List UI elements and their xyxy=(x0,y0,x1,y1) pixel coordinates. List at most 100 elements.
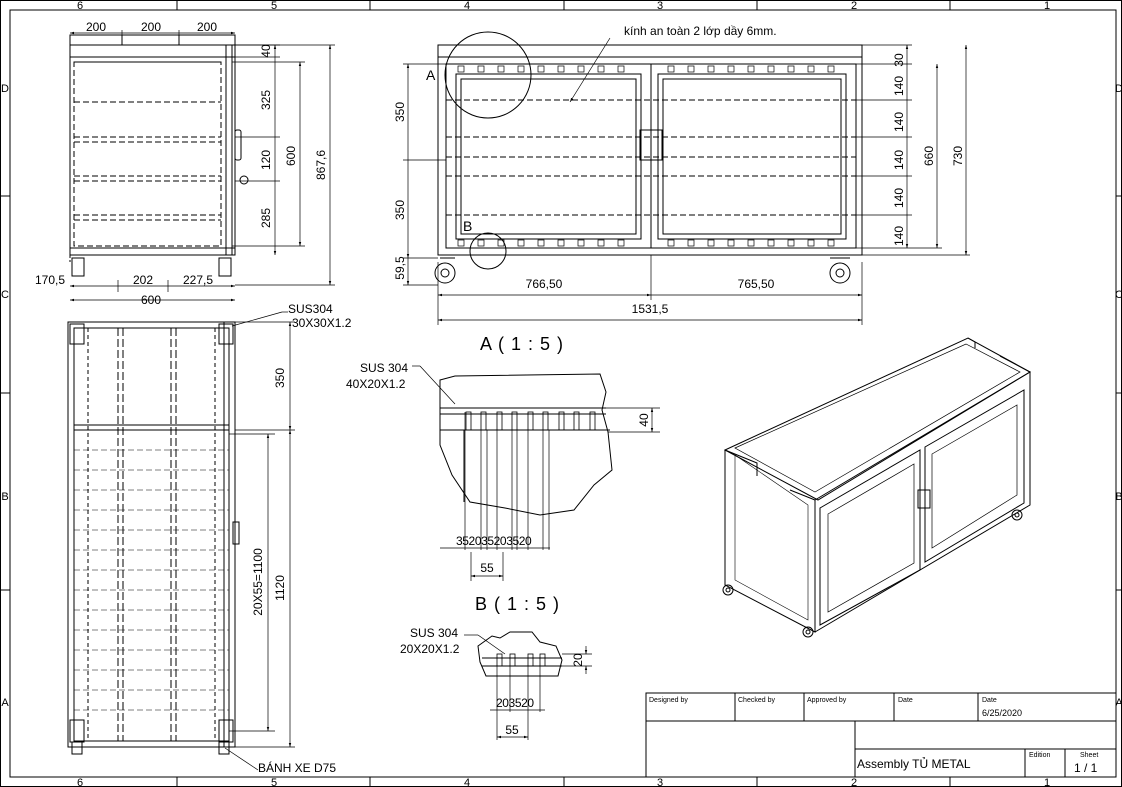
zone-bottom-6: 6 xyxy=(77,777,83,787)
detail-a-pitch: 55 xyxy=(480,561,494,575)
zone-left-c: C xyxy=(1,289,9,301)
edition-label: Edition xyxy=(1029,752,1051,759)
top-view xyxy=(67,321,240,755)
checked-by-label: Checked by xyxy=(738,697,775,704)
front-dim-140-5: 140 xyxy=(892,226,906,246)
top-view-grid xyxy=(74,449,229,711)
zone-top-6: 6 xyxy=(77,0,83,12)
zone-right-b: B xyxy=(1115,491,1122,503)
detail-a-dim-40: 40 xyxy=(637,413,651,427)
detail-b-bottom-dims: 203520 xyxy=(496,696,534,710)
front-dim-730: 730 xyxy=(951,146,965,166)
date-label: Date xyxy=(898,697,913,704)
side-dim-170: 170,5 xyxy=(35,273,65,287)
zone-right-d: D xyxy=(1115,83,1122,95)
zone-left-a: A xyxy=(1,697,9,709)
top-view-labels: SUS304 30X30X1.2 350 20X55=1100 1120 BÁN… xyxy=(251,302,352,775)
top-dim-grid: 20X55=1100 xyxy=(251,548,265,616)
side-view-dims xyxy=(70,30,335,302)
front-dim-140-4: 140 xyxy=(892,188,906,208)
approved-by-label: Approved by xyxy=(807,697,847,704)
front-dim-30: 30 xyxy=(892,53,906,67)
detail-a-material-1: SUS 304 xyxy=(360,361,408,375)
detail-a-material-2: 40X20X1.2 xyxy=(346,377,406,391)
front-dim-350-top: 350 xyxy=(393,102,407,122)
detail-b-title: B ( 1 : 5 ) xyxy=(475,594,560,614)
detail-a-slots xyxy=(465,411,596,431)
side-dim-top-2: 200 xyxy=(141,20,161,34)
title-block xyxy=(645,692,1117,778)
detail-a xyxy=(439,373,613,516)
detail-a-title: A ( 1 : 5 ) xyxy=(480,334,564,354)
zone-right-c: C xyxy=(1115,289,1122,301)
detail-a-bottom-dims: 352035203520 xyxy=(456,534,532,548)
side-dim-867: 867,6 xyxy=(314,150,328,180)
zone-bottom-4: 4 xyxy=(464,777,470,787)
front-dim-660: 660 xyxy=(922,146,936,166)
isometric-view xyxy=(722,337,1032,638)
side-view-dim-labels: 200 200 200 40 325 120 285 600 867,6 170… xyxy=(35,20,328,307)
title-block-text: Designed by Checked by Approved by Date … xyxy=(649,697,1098,775)
front-view-dims xyxy=(403,37,970,325)
zone-right-a: A xyxy=(1115,697,1122,709)
top-material-1: SUS304 xyxy=(288,302,333,316)
zone-bottom-5: 5 xyxy=(271,777,277,787)
front-dim-140-2: 140 xyxy=(892,112,906,132)
sheet-label: Sheet xyxy=(1080,752,1098,759)
wheel-note: BÁNH XE D75 xyxy=(258,760,336,775)
side-dim-285: 285 xyxy=(259,208,273,228)
detail-b xyxy=(477,631,563,677)
front-dim-140-3: 140 xyxy=(892,150,906,170)
zone-top-5: 5 xyxy=(271,0,277,12)
callout-b: B xyxy=(463,218,472,234)
top-dim-350: 350 xyxy=(273,368,287,388)
detail-b-labels: B ( 1 : 5 ) SUS 304 20X20X1.2 20 203520 … xyxy=(400,594,585,737)
detail-b-dims xyxy=(464,634,592,740)
side-dim-600-width: 600 xyxy=(141,293,161,307)
side-view xyxy=(69,34,249,277)
front-dim-140-1: 140 xyxy=(892,76,906,96)
side-dim-120: 120 xyxy=(259,150,273,170)
detail-b-material-1: SUS 304 xyxy=(410,626,458,640)
detail-b-dim-20: 20 xyxy=(571,653,585,667)
top-material-2: 30X30X1.2 xyxy=(292,316,352,330)
date-value: 6/25/2020 xyxy=(982,708,1022,718)
side-dim-227: 227,5 xyxy=(183,273,213,287)
side-dim-40: 40 xyxy=(259,44,273,58)
side-dim-202: 202 xyxy=(133,273,153,287)
front-dim-766: 766,50 xyxy=(526,277,563,291)
top-dim-1120: 1120 xyxy=(273,575,287,601)
front-dim-59: 59,5 xyxy=(393,256,407,280)
top-view-dims xyxy=(224,311,295,771)
detail-a-labels: A ( 1 : 5 ) SUS 304 40X20X1.2 40 3520352… xyxy=(346,334,651,575)
front-dim-1531: 1531,5 xyxy=(632,302,669,316)
designed-by-label: Designed by xyxy=(649,697,688,704)
side-dim-325: 325 xyxy=(259,90,273,110)
side-dim-600: 600 xyxy=(284,146,298,166)
front-dim-765: 765,50 xyxy=(738,277,775,291)
callout-a: A xyxy=(426,67,436,83)
sheet-value: 1 / 1 xyxy=(1074,761,1098,775)
side-dim-top-1: 200 xyxy=(86,20,106,34)
zone-top-3: 3 xyxy=(657,0,663,12)
front-view-dim-labels: kính an toàn 2 lớp dầy 6mm. A B 350 350 … xyxy=(393,24,965,316)
detail-b-pitch: 55 xyxy=(505,723,519,737)
detail-b-slots xyxy=(496,653,546,667)
zone-top-2: 2 xyxy=(851,0,857,12)
front-view-rail-holes xyxy=(457,65,835,247)
zone-top-4: 4 xyxy=(464,0,470,12)
zone-top-1: 1 xyxy=(1044,0,1050,12)
side-dim-top-3: 200 xyxy=(197,20,217,34)
date2-label: Date xyxy=(982,697,997,704)
assembly-title: Assembly TỦ METAL xyxy=(857,756,971,771)
zone-bottom-2: 2 xyxy=(851,777,857,787)
front-view xyxy=(434,31,863,284)
detail-a-dims xyxy=(412,365,660,581)
zone-left-b: B xyxy=(1,491,8,503)
glass-note: kính an toàn 2 lớp dầy 6mm. xyxy=(624,24,777,38)
zone-bottom-1: 1 xyxy=(1044,777,1050,787)
front-dim-350-bottom: 350 xyxy=(393,200,407,220)
